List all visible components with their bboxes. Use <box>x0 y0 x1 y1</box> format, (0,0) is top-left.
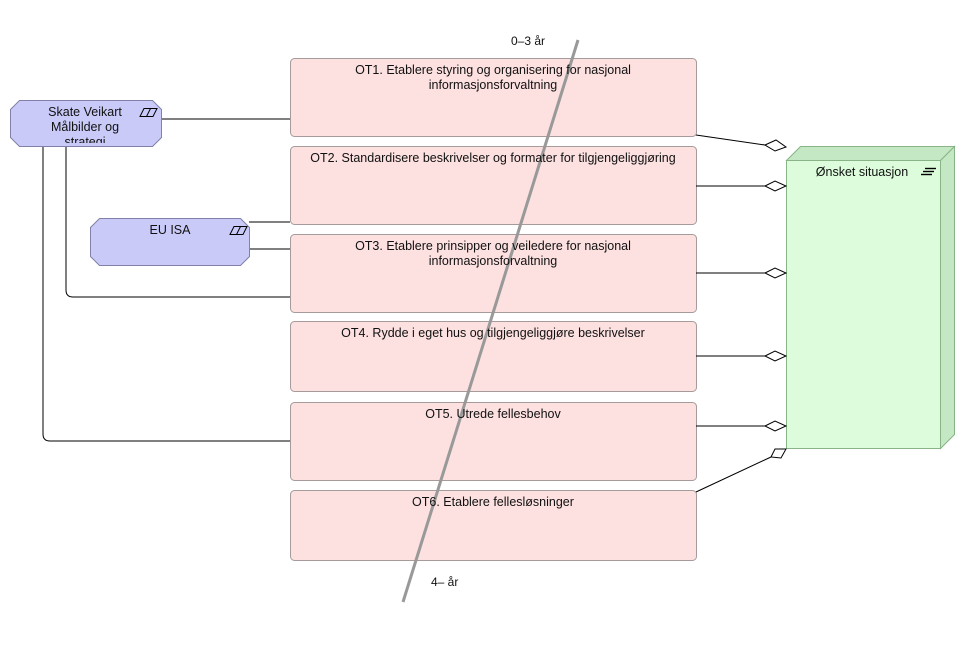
driver-connectors <box>42 118 290 442</box>
goal-label-ot5: OT5. Utrede fellesbehov <box>425 407 561 421</box>
aggregation-diamond-icon <box>770 448 787 459</box>
connector-skate-ot3[interactable] <box>65 145 290 298</box>
driver-shape-eu-isa[interactable] <box>90 218 250 266</box>
goal-label-ot1: OT1. Etablere styring og organisering fo… <box>355 63 631 92</box>
timeline-start-label: 0–3 år <box>511 34 546 48</box>
driver-label-skate: Skate Veikart Målbilder og strategi <box>48 105 122 143</box>
goal-boxes <box>290 58 697 561</box>
aggregation-connectors <box>695 134 772 493</box>
driver-label-eu-isa: EU ISA <box>149 223 191 237</box>
motivation-parallelogram-icon <box>229 226 248 235</box>
connector-ot1-target[interactable] <box>695 134 766 146</box>
aggregation-diamond-icon <box>763 180 788 192</box>
aggregation-diamond-icon <box>763 267 788 279</box>
timeline-end-label: 4– år <box>431 575 459 589</box>
goal-box-ot6[interactable] <box>290 490 697 561</box>
motivation-parallelogram-icon <box>139 108 158 117</box>
target-state-label: Ønsket situasjon <box>815 165 909 179</box>
goal-box-ot5[interactable] <box>290 402 697 481</box>
aggregation-diamond-icon <box>763 139 788 152</box>
goal-box-ot1[interactable] <box>290 58 697 137</box>
target-state-node[interactable] <box>785 145 956 450</box>
driver-shape-skate[interactable] <box>10 100 162 147</box>
node-stack-icon <box>921 167 936 176</box>
goal-label-ot2: OT2. Standardisere beskrivelser og forma… <box>310 151 676 165</box>
connector-skate-ot5[interactable] <box>42 145 290 442</box>
goal-label-ot6: OT6. Etablere fellesløsninger <box>412 495 574 509</box>
goal-label-ot3: OT3. Etablere prinsipper og veiledere fo… <box>355 239 631 268</box>
connector-ot6-target[interactable] <box>695 456 772 493</box>
aggregation-diamond-icons <box>763 139 788 459</box>
timeline-line <box>401 39 580 603</box>
goal-label-ot4: OT4. Rydde i eget hus og tilgjengeliggjø… <box>341 326 645 340</box>
aggregation-diamond-icon <box>763 350 788 362</box>
aggregation-diamond-icon <box>763 420 788 432</box>
